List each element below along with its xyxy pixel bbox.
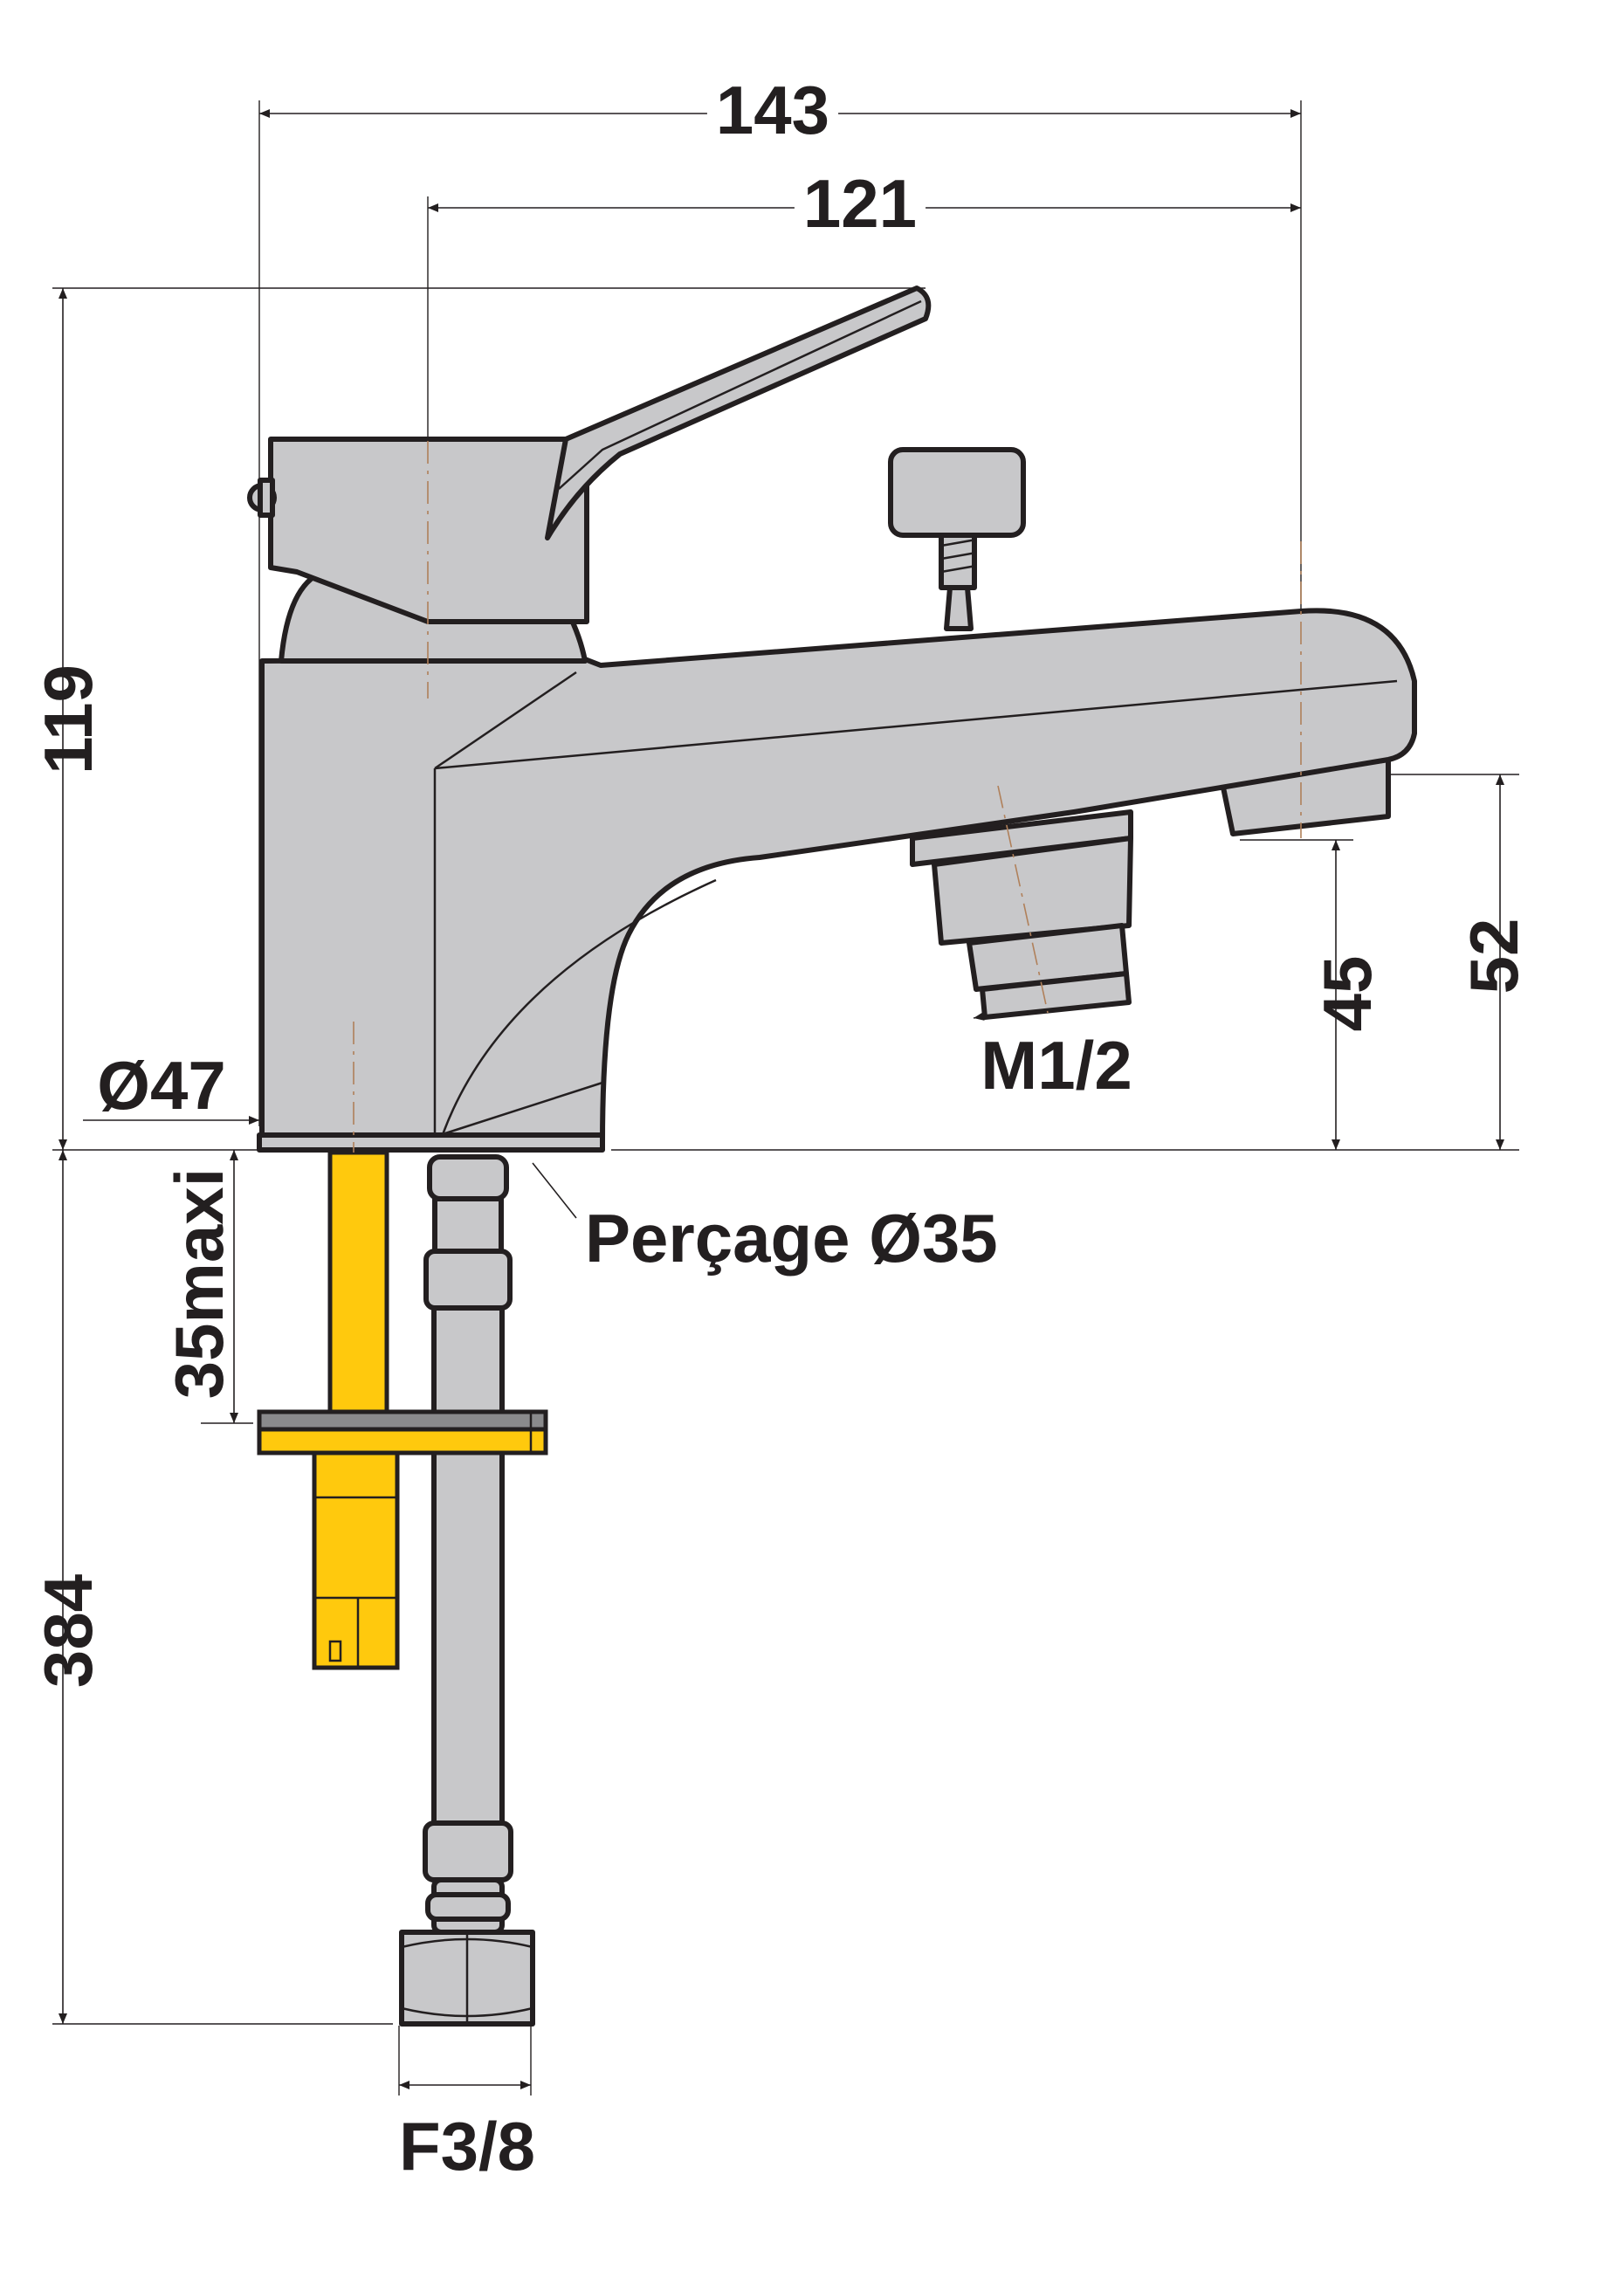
mounting-washer bbox=[257, 1409, 548, 1456]
dim-outlet-thread: M1/2 bbox=[981, 1027, 1132, 1104]
dim-hose-thread: F3/8 bbox=[399, 2108, 535, 2185]
dim-outlet-thread-backing bbox=[972, 1032, 1141, 1098]
threaded-rod bbox=[312, 1150, 400, 1670]
dim-spout-length: 121 bbox=[803, 165, 917, 242]
dim-drilling: Perçage Ø35 bbox=[585, 1200, 998, 1277]
dim-height: 119 bbox=[30, 664, 107, 774]
flexible-hose bbox=[399, 1154, 535, 2027]
dim-mount-thickness: 35maxi bbox=[161, 1168, 237, 1400]
dim-hose-length: 384 bbox=[30, 1574, 107, 1688]
dim-overall-width-backing bbox=[706, 77, 839, 143]
dim-spout-height: 52 bbox=[1455, 919, 1532, 994]
dim-body-diameter: Ø47 bbox=[97, 1047, 225, 1124]
center-axes bbox=[353, 441, 1302, 1153]
dim-outlet-height: 45 bbox=[1309, 956, 1386, 1032]
faucet-body bbox=[247, 286, 1417, 1153]
dim-overall-width: 143 bbox=[716, 72, 829, 148]
dim-spout-length-backing bbox=[794, 170, 926, 237]
dimension-labels: 143 121 119 384 35maxi Ø47 45 52 M1/2 F3… bbox=[30, 72, 1532, 2185]
